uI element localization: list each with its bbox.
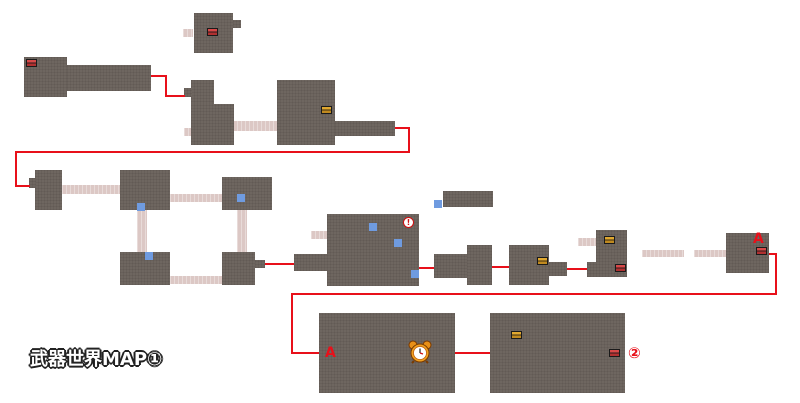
treasure-chest-gold-icon[interactable] [511, 331, 522, 339]
alarm-clock-icon[interactable] [407, 340, 433, 364]
room-center-right [467, 245, 492, 285]
room-floating [443, 191, 493, 207]
route-line [265, 263, 294, 265]
room-upper-mid [184, 88, 192, 97]
next-map-marker[interactable]: ② [628, 344, 641, 362]
route-line [15, 185, 30, 187]
warp-label-a-left: A [325, 345, 336, 361]
item-marker[interactable] [411, 270, 419, 278]
treasure-chest-gold-icon[interactable] [537, 257, 548, 265]
room-loop-tl [120, 170, 170, 210]
room-upper-left-corridor [67, 65, 151, 91]
corridor [184, 128, 192, 136]
treasure-chest-red-icon[interactable] [615, 264, 626, 272]
route-line [419, 267, 434, 269]
item-marker[interactable] [137, 203, 145, 211]
corridor [578, 238, 596, 246]
corridor [62, 185, 120, 194]
alert-icon[interactable]: ! [403, 217, 414, 228]
room-loop-br [222, 252, 255, 285]
route-line [395, 127, 410, 129]
route-line [165, 75, 167, 96]
treasure-chest-red-icon[interactable] [207, 28, 218, 36]
room-upper-mid [191, 80, 214, 105]
route-line [769, 253, 777, 255]
route-line [15, 151, 17, 186]
room-right-b [587, 262, 597, 277]
treasure-chest-gold-icon[interactable] [604, 236, 615, 244]
room-right-a [509, 245, 549, 285]
room-right-a-nub [549, 262, 567, 276]
route-line [492, 266, 509, 268]
room-bottom-right [490, 313, 625, 393]
treasure-chest-red-icon[interactable] [26, 59, 37, 67]
corridor [170, 276, 222, 284]
room-upper-right-corridor [335, 121, 395, 136]
warp-label-a-top: A [753, 231, 764, 247]
treasure-chest-red-icon[interactable] [609, 349, 620, 357]
corridor [170, 194, 222, 202]
item-marker[interactable] [434, 200, 442, 208]
route-line [291, 352, 319, 354]
room-top-small-nub [233, 20, 241, 28]
corridor [233, 121, 278, 131]
item-marker[interactable] [237, 194, 245, 202]
room-loop-br-nub [255, 260, 265, 268]
corridor [311, 231, 327, 239]
route-line [291, 293, 293, 354]
route-line [291, 293, 777, 295]
item-marker[interactable] [145, 252, 153, 260]
room-loop-tr [222, 177, 272, 210]
room-upper-mid [191, 104, 234, 145]
corridor [183, 29, 193, 37]
item-marker[interactable] [394, 239, 402, 247]
route-line [455, 352, 490, 354]
room-mid-left [35, 170, 62, 210]
route-line [15, 151, 410, 153]
item-marker[interactable] [369, 223, 377, 231]
room-center-right [434, 254, 468, 278]
route-line [567, 268, 587, 270]
corridor [694, 250, 726, 257]
route-line [775, 253, 777, 295]
room-center-big-corridor [294, 254, 328, 271]
corridor [137, 208, 147, 252]
map-title: 武器世界MAP① [30, 349, 163, 370]
route-line [165, 95, 185, 97]
route-line [151, 75, 166, 77]
corridor [642, 250, 684, 257]
room-bottom-left [319, 313, 455, 393]
room-mid-left [29, 178, 36, 188]
treasure-chest-gold-icon[interactable] [321, 106, 332, 114]
route-line [408, 127, 410, 152]
treasure-chest-red-icon[interactable] [756, 247, 767, 255]
corridor [237, 208, 247, 252]
